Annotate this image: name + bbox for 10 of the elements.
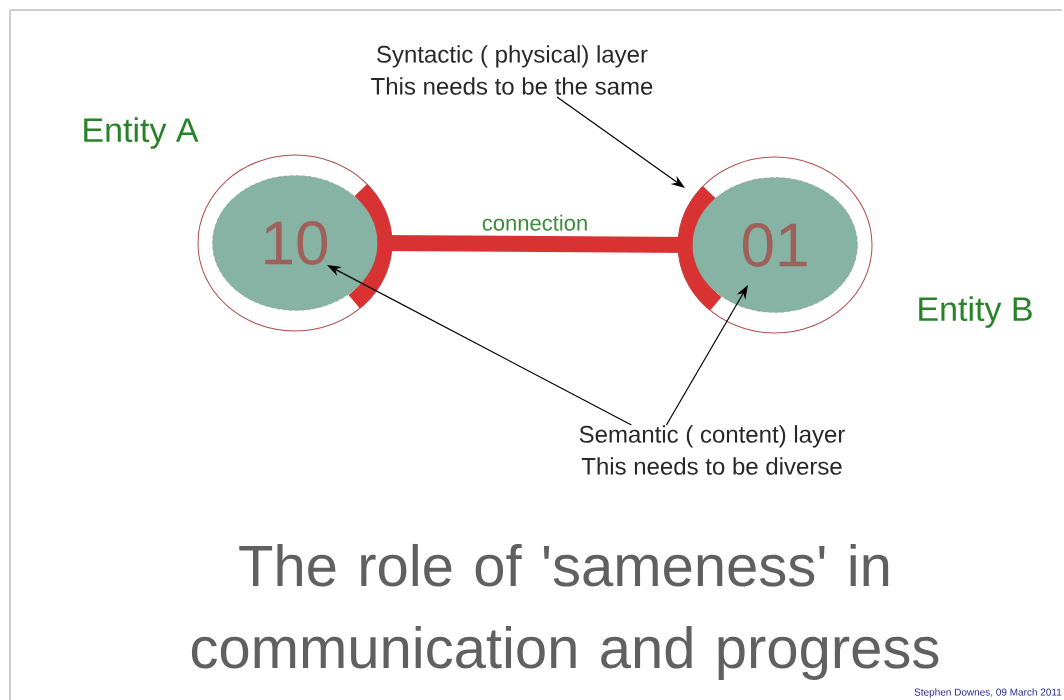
entity-label: Entity B <box>919 296 1032 328</box>
title: The role of 'sameness' in communication and progress <box>191 543 939 680</box>
arrow <box>556 96 685 188</box>
arrow <box>665 285 748 426</box>
layer-note: Semantic ( content) layer This needs to be diverse <box>579 425 845 475</box>
layer-note: Syntactic ( physical) layer This needs to be the same <box>371 45 653 95</box>
credit-note: Stephen Downes, 09 March 2011 <box>914 688 1062 698</box>
edge-label: connection <box>482 214 587 231</box>
connection-bar <box>377 235 693 253</box>
entity-label: Entity A <box>84 117 199 149</box>
